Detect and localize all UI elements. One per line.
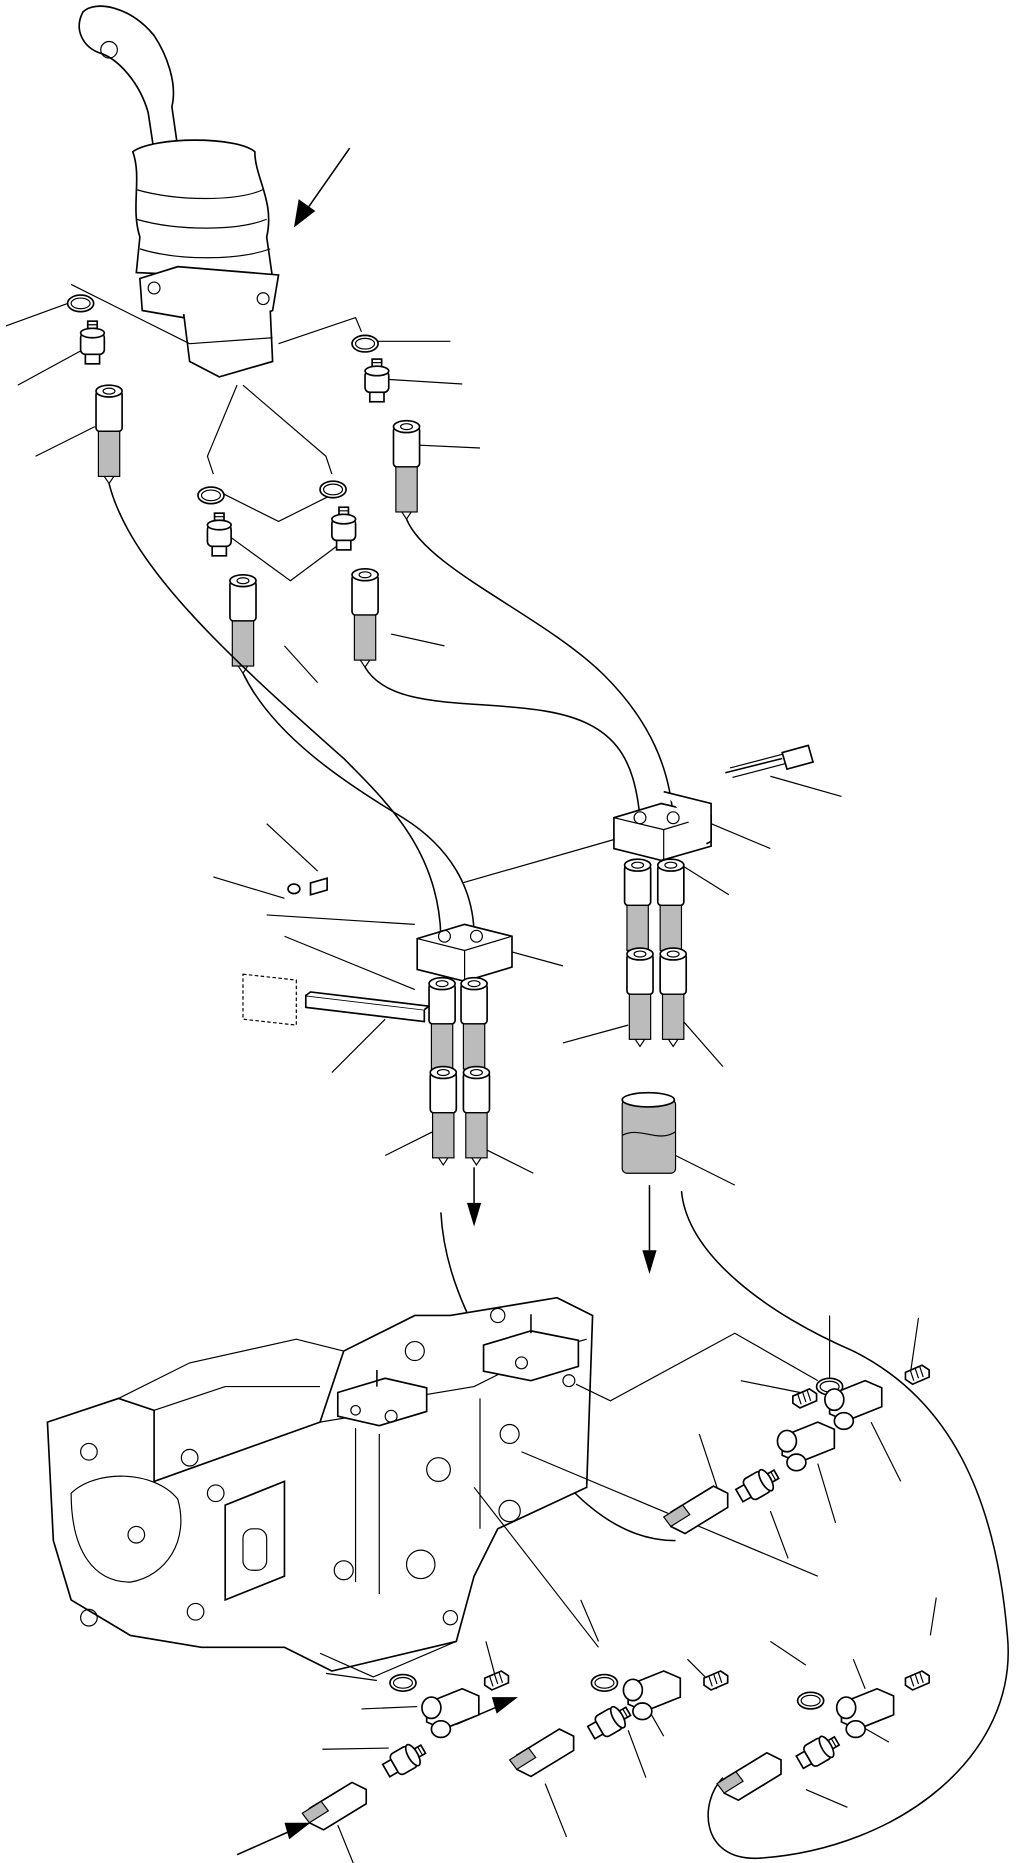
nipple-fitting — [732, 1463, 784, 1507]
hose-end — [716, 1751, 782, 1802]
plug-fitting — [483, 1670, 510, 1691]
elbow-fitting — [835, 1687, 895, 1739]
hose-end — [351, 568, 379, 669]
hose-end — [626, 947, 654, 1048]
o-ring — [197, 486, 225, 505]
hose-end — [462, 1065, 491, 1166]
elbow-fitting — [622, 1670, 682, 1721]
leader-lines — [5, 283, 842, 1186]
hose-end — [392, 419, 421, 520]
o-ring — [389, 1673, 417, 1692]
plug-fitting — [904, 1670, 930, 1691]
elbow-fitting — [421, 1687, 480, 1739]
o-ring — [66, 294, 95, 313]
hoses — [108, 483, 1009, 1860]
joystick-lever — [78, 5, 280, 378]
nipple-fitting — [793, 1729, 844, 1774]
o-ring — [796, 1691, 825, 1710]
nipple-fitting — [364, 358, 390, 403]
plate — [242, 973, 432, 1026]
o-ring — [590, 1673, 619, 1692]
hose-end — [659, 947, 688, 1048]
nipple-fitting — [206, 512, 232, 557]
hose-end — [623, 858, 652, 959]
o-ring — [351, 334, 379, 353]
clamp-lower — [416, 923, 513, 983]
boot-sleeve — [621, 1091, 677, 1174]
hose-end — [460, 976, 488, 1077]
bolt — [725, 744, 815, 779]
clamp-upper — [613, 790, 712, 862]
screw-washer — [287, 877, 328, 896]
elbow-fitting — [776, 1421, 836, 1472]
valve-leader-lines — [319, 1315, 937, 1863]
o-ring — [319, 480, 347, 499]
hose-end — [508, 1728, 575, 1778]
nipple-fitting — [331, 506, 357, 551]
view-arrow — [293, 147, 351, 228]
hose-end — [95, 384, 123, 485]
hose-end — [429, 1065, 458, 1166]
nipple-fitting — [379, 1738, 430, 1782]
nipple-fitting — [79, 320, 106, 365]
hose-end — [656, 858, 685, 959]
flow-arrows — [236, 1167, 657, 1856]
plug-fitting — [904, 1364, 930, 1386]
nipple-fitting — [584, 1700, 635, 1744]
plug-fitting — [703, 1670, 729, 1691]
hose-end — [662, 1485, 729, 1535]
hose-end — [301, 1781, 368, 1831]
hose-end — [428, 976, 456, 1077]
control-valve-body — [46, 1296, 594, 1672]
